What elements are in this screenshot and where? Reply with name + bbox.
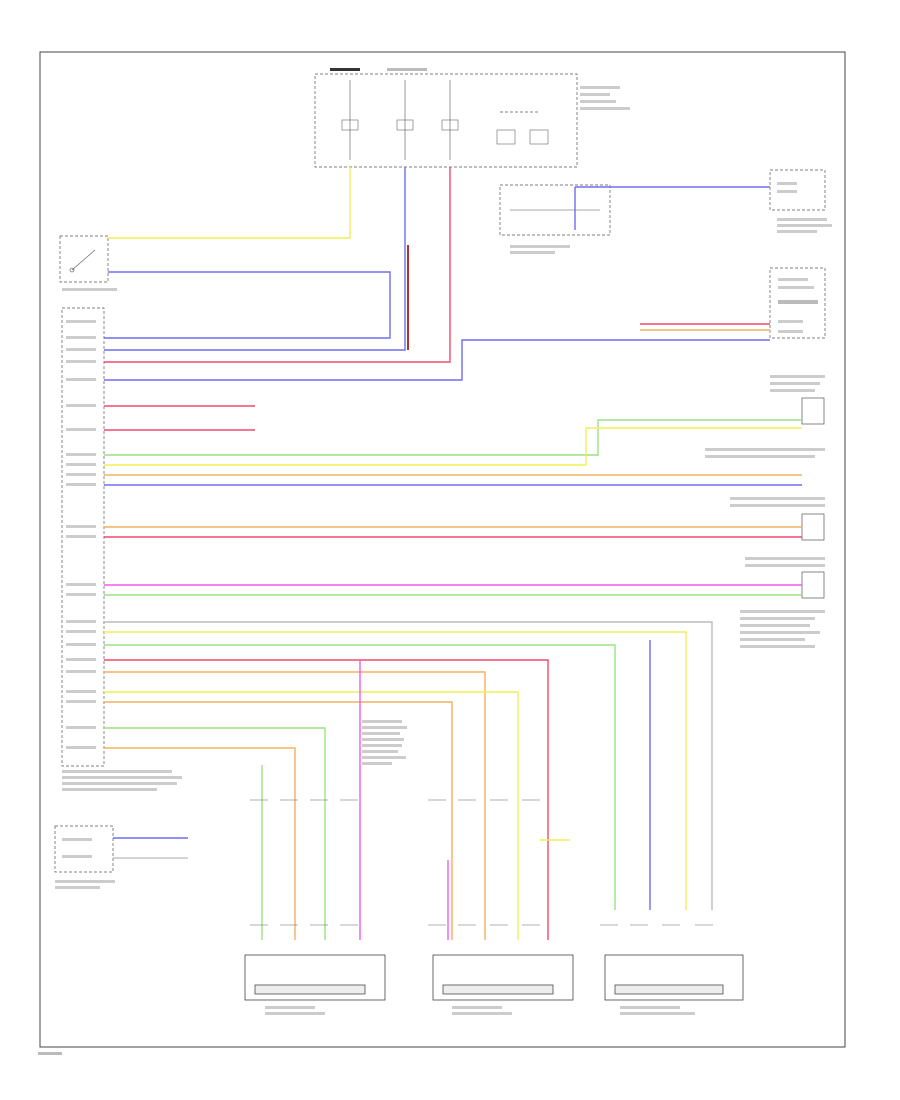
wire-orange-bus3 [104,747,296,940]
right-front-exterior-door-handle [432,954,574,1015]
wire-yellow-bus [104,631,687,910]
wire-green-bus [104,644,616,910]
wire-orange-bus2 [104,701,453,940]
smart-junction-connector [499,184,611,254]
wire-orange-bus [104,671,486,940]
center-note-block [362,720,407,765]
footer-code [38,1052,62,1055]
left-front-exterior-door-handle [244,954,386,1015]
wire-yellow-ant1 [104,427,802,466]
bottom-connector-ticks [250,799,713,926]
left-module-pin-labels [66,320,96,749]
stop-lamp-switch [59,235,117,291]
diagram-frame [39,51,846,1048]
wire-blue-top [104,167,406,351]
wire-yellow-stop [108,167,351,239]
wire-red-top [104,167,451,363]
wire-red-bus [104,659,549,940]
powertrain-control-module [769,169,832,233]
right-antenna-connectors [705,375,825,648]
wire-green-bus2 [104,727,326,940]
central-junction-box [314,68,630,168]
wire-gray-bus1 [104,621,713,910]
wire-blue-stop [104,271,391,339]
wire-blue-hybrid [104,339,770,381]
liftgate-exterior-handle [604,954,744,1015]
wire-yellow-bus2 [104,691,519,940]
wire-green-ant1 [104,419,802,456]
hybrid-control-module [769,267,826,339]
instrument-panel-cluster [54,825,188,889]
